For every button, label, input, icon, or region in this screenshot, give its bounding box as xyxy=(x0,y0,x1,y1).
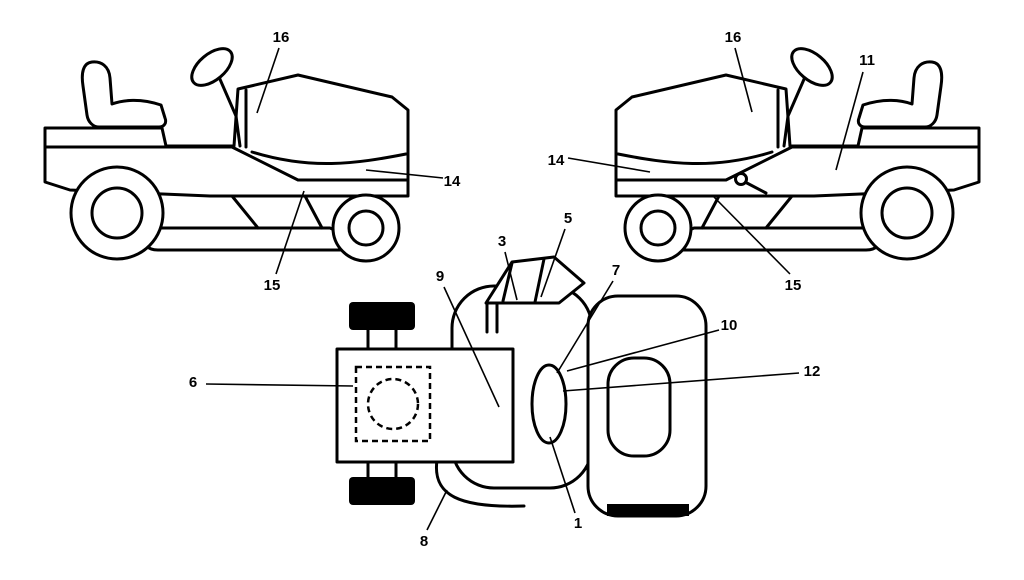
callout-labels: 16 14 15 16 11 14 15 3 5 9 7 10 12 6 8 1 xyxy=(189,29,875,550)
chassis-frame xyxy=(335,347,515,464)
callout-label-15-right: 15 xyxy=(785,277,802,294)
leader-line-left-16 xyxy=(256,47,280,114)
drive-belt-cable xyxy=(434,458,526,508)
deck-lift-lever-knob xyxy=(734,172,748,186)
callout-label-11: 11 xyxy=(859,52,875,69)
leader-line-top-7 xyxy=(556,280,614,374)
deck-lift-lever-handle xyxy=(743,180,768,195)
callout-label-3: 3 xyxy=(498,233,506,250)
leader-line-top-10 xyxy=(566,329,720,372)
callout-label-5: 5 xyxy=(564,210,572,227)
tractor-left-side-view xyxy=(43,40,410,263)
tractor-top-view xyxy=(335,255,708,518)
callout-label-9: 9 xyxy=(436,268,444,285)
leader-line-top-3 xyxy=(504,251,518,301)
leader-line-right-16 xyxy=(734,47,753,113)
callout-label-7: 7 xyxy=(612,262,620,279)
steering-column-oval xyxy=(530,363,568,445)
callout-label-1: 1 xyxy=(574,515,582,532)
leader-line-left-15 xyxy=(275,190,305,275)
callout-label-10: 10 xyxy=(721,317,738,334)
leader-line-top-1 xyxy=(549,436,576,514)
tractor-right-side-view xyxy=(614,40,981,263)
leader-line-top-6 xyxy=(205,383,354,387)
callout-label-8: 8 xyxy=(420,533,428,550)
callout-label-16-left: 16 xyxy=(273,29,290,46)
wheel-top-view xyxy=(349,302,415,330)
seat-cushion xyxy=(606,356,672,458)
leader-line-right-14 xyxy=(567,157,651,173)
callout-label-12: 12 xyxy=(804,363,821,380)
callout-label-6: 6 xyxy=(189,374,197,391)
callout-label-15-left: 15 xyxy=(264,277,281,294)
leader-line-right-15 xyxy=(711,194,791,275)
chute-facet-line xyxy=(533,257,546,304)
seat-bottom-bar xyxy=(607,504,689,516)
callout-label-14-left: 14 xyxy=(444,173,461,190)
chute-facet-line xyxy=(501,261,514,303)
leader-line-right-11 xyxy=(835,71,864,171)
callout-label-14-right: 14 xyxy=(548,152,565,169)
leader-line-left-14 xyxy=(365,169,444,179)
battery-dashed-outline xyxy=(354,365,432,443)
leader-line-top-8 xyxy=(426,489,448,531)
leader-line-top-9 xyxy=(443,286,500,408)
leader-lines xyxy=(205,47,864,531)
leader-line-top-5 xyxy=(540,228,566,298)
callout-label-16-right: 16 xyxy=(725,29,742,46)
battery-dashed-circle xyxy=(366,377,420,431)
wheel-top-view xyxy=(349,477,415,505)
leader-line-top-12 xyxy=(562,372,800,392)
